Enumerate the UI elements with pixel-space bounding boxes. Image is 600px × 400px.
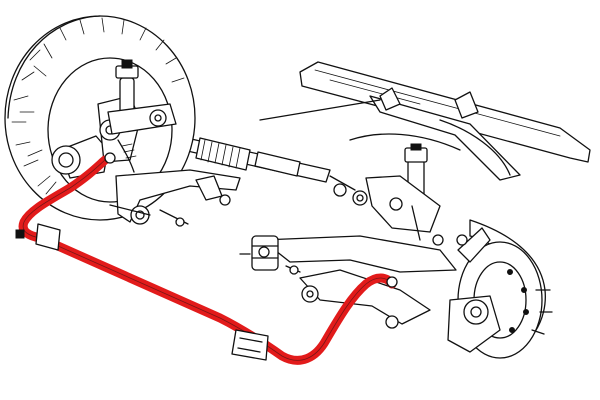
right-lower-arm xyxy=(239,234,468,329)
right-strut xyxy=(352,143,441,241)
left-lower-arm xyxy=(109,169,241,227)
right-hub-assembly xyxy=(447,219,553,359)
left-strut xyxy=(107,59,177,173)
steering-rack xyxy=(155,131,356,197)
anti-roll-bar-mounts xyxy=(15,152,398,361)
subframe-crossmember xyxy=(259,61,591,181)
